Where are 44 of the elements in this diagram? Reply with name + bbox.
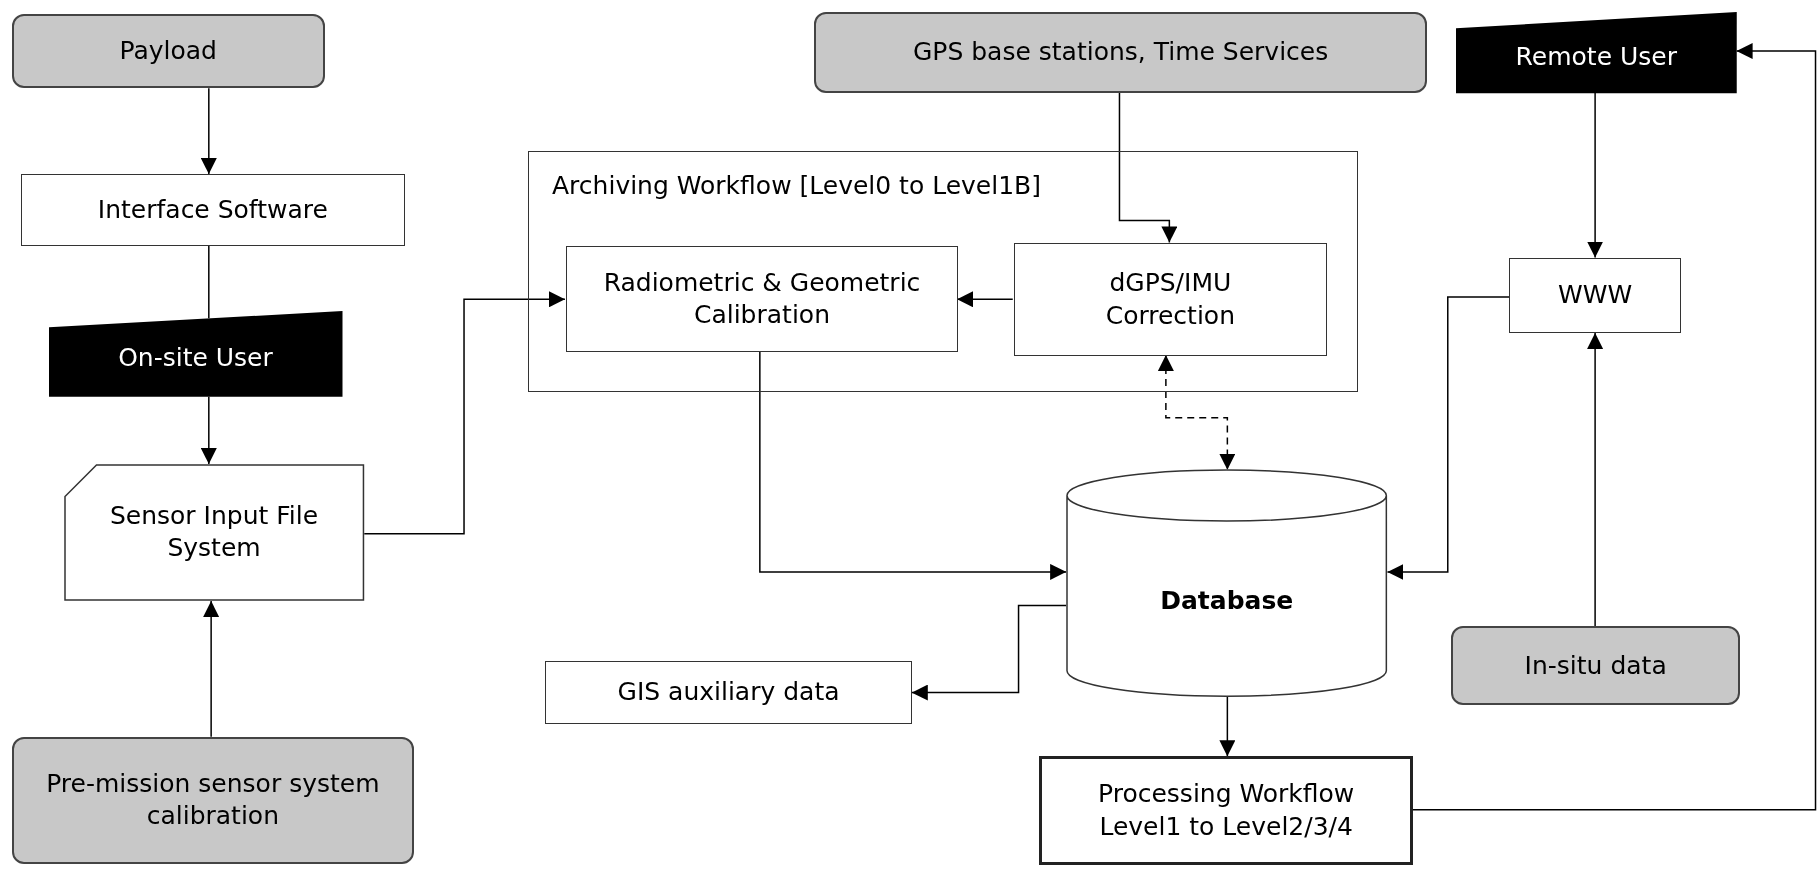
- node-label: WWW: [1557, 278, 1634, 311]
- connector-arrow: [1219, 695, 1236, 758]
- node-label: GIS auxiliary data: [616, 676, 841, 709]
- process-box: [1509, 257, 1681, 333]
- connector-arrow: [200, 396, 217, 465]
- input-box: [814, 11, 1427, 93]
- connector-arrow: [1587, 332, 1604, 628]
- input-box: [11, 736, 415, 865]
- process-box: [1013, 243, 1327, 356]
- node-label: On-site User: [117, 342, 274, 375]
- node-label: Interface Software: [96, 193, 329, 226]
- node-label: Sensor Input File System: [108, 499, 320, 565]
- node-label: Database: [1159, 584, 1295, 617]
- node-label: Processing Workflow Level1 to Level2/3/4: [1097, 778, 1356, 843]
- connector-arrow: [956, 291, 1014, 308]
- user-box: [48, 310, 343, 397]
- node-label: In-situ data: [1523, 649, 1668, 682]
- process-box: [1039, 756, 1413, 866]
- connector-arrow: [1157, 354, 1236, 471]
- connector-arrow: [203, 600, 220, 738]
- node-label: Radiometric & Geometric Calibration: [602, 266, 922, 332]
- node-label: Pre-mission sensor system calibration: [45, 767, 381, 833]
- user-box: [1455, 11, 1737, 93]
- connector-arrow: [1412, 43, 1817, 811]
- container-heading: Archiving Workflow [Level0 to Level1B]: [552, 170, 1041, 203]
- database-cylinder: [1066, 469, 1388, 697]
- workflow-container: [527, 150, 1359, 393]
- node-label: Payload: [118, 34, 218, 67]
- node-label: GPS base stations, Time Services: [911, 35, 1330, 68]
- connector-arrow: [363, 291, 566, 535]
- connector-arrow: [1118, 92, 1178, 244]
- connector-arrow: [759, 350, 1067, 580]
- process-box: [20, 174, 405, 246]
- process-box: [545, 661, 912, 724]
- node-label: Remote User: [1514, 40, 1678, 73]
- input-box: [1451, 626, 1741, 706]
- connector-arrow: [1386, 296, 1510, 580]
- connector-arrow: [1587, 92, 1604, 259]
- connector-arrow: [200, 87, 217, 175]
- connector-arrow: [911, 604, 1067, 701]
- node-label: dGPS/IMU Correction: [1104, 267, 1236, 332]
- file-system-box: [63, 464, 365, 601]
- input-box: [11, 13, 325, 89]
- process-box: [565, 245, 959, 353]
